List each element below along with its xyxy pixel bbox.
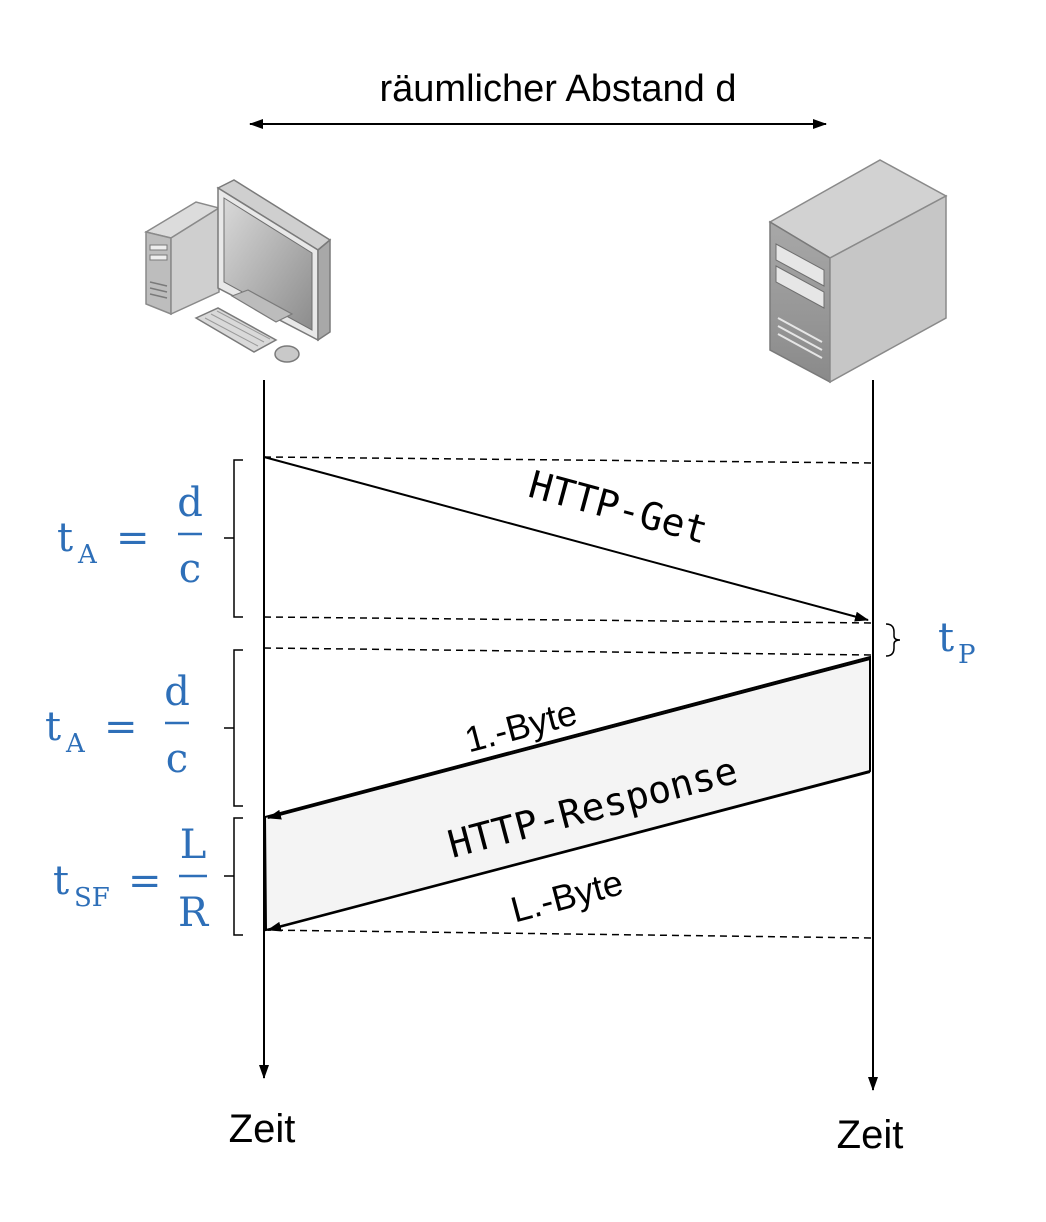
request-arrow: [263, 456, 869, 622]
formula-base: t: [53, 858, 69, 904]
formula-base: t: [45, 704, 61, 750]
formula-base: t: [938, 615, 954, 661]
formula-subscript: SF: [74, 883, 110, 913]
brackets: [224, 459, 901, 936]
client-time-label: Zeit: [229, 1107, 296, 1151]
first-byte-arrow: [267, 658, 871, 820]
distance-title: räumlicher Abstand d: [380, 68, 737, 110]
formula-denominator: R: [178, 890, 210, 936]
formula-numerator: d: [177, 480, 203, 526]
desktop-computer-icon: [144, 179, 332, 363]
formula-denominator: c: [179, 546, 201, 592]
response-band: [263, 655, 871, 932]
server-tower-icon: [768, 159, 948, 384]
formula-subscript: A: [65, 729, 86, 759]
formula-equals: =: [128, 858, 162, 904]
last-byte-arrow: [267, 771, 871, 932]
formula-propagation-request: t A = d c: [57, 480, 203, 592]
formula-transmission: t SF = L R: [53, 822, 210, 936]
formula-base: t: [57, 515, 73, 561]
formula-equals: =: [116, 515, 150, 561]
formula-propagation-response: t A = d c: [45, 669, 190, 782]
formula-subscript: P: [958, 640, 976, 670]
formula-subscript: A: [77, 540, 98, 570]
formula-equals: =: [104, 704, 138, 750]
server-time-label: Zeit: [837, 1113, 904, 1157]
request-label: HTTP-Get: [524, 462, 712, 552]
formula-numerator: d: [164, 669, 190, 715]
formula-numerator: L: [180, 822, 207, 868]
formula-processing: t P: [938, 615, 976, 670]
last-byte-label: L.-Byte: [506, 862, 627, 931]
formula-denominator: c: [166, 736, 188, 782]
dashed-reference-lines: [263, 456, 874, 939]
